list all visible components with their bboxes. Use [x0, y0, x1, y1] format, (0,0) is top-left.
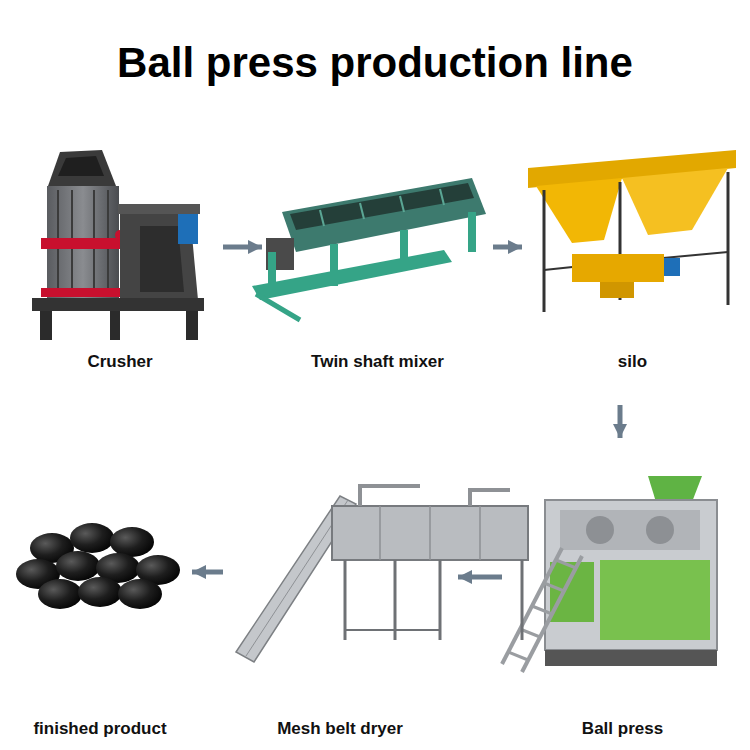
flow-arrow — [223, 245, 262, 250]
node-label: silo — [525, 351, 740, 373]
silo-illustration — [528, 150, 736, 312]
machine-node: Ball press — [505, 470, 740, 740]
machine-node: silo — [525, 145, 740, 373]
machine-node: Mesh belt dryer — [225, 470, 455, 740]
briquette-illustration — [16, 523, 180, 609]
node-label: Twin shaft mixer — [265, 351, 490, 373]
node-label: Crusher — [20, 351, 220, 373]
node-label: finished product — [10, 718, 190, 740]
flow-arrow — [192, 570, 223, 575]
flow-arrow — [618, 405, 623, 438]
machine-node: finished product — [10, 500, 190, 740]
mixer-illustration — [252, 178, 486, 320]
machine-node: Twin shaft mixer — [265, 160, 490, 373]
node-label: Ball press — [505, 718, 740, 740]
machine-node: Crusher — [20, 145, 220, 373]
diagram-title: Ball press production line — [0, 38, 750, 88]
flow-arrow — [493, 245, 522, 250]
node-label: Mesh belt dryer — [225, 718, 455, 740]
ball-press-illustration — [502, 476, 717, 672]
dryer-illustration — [236, 486, 528, 662]
flow-arrow — [458, 575, 502, 580]
crusher-illustration — [32, 150, 204, 340]
